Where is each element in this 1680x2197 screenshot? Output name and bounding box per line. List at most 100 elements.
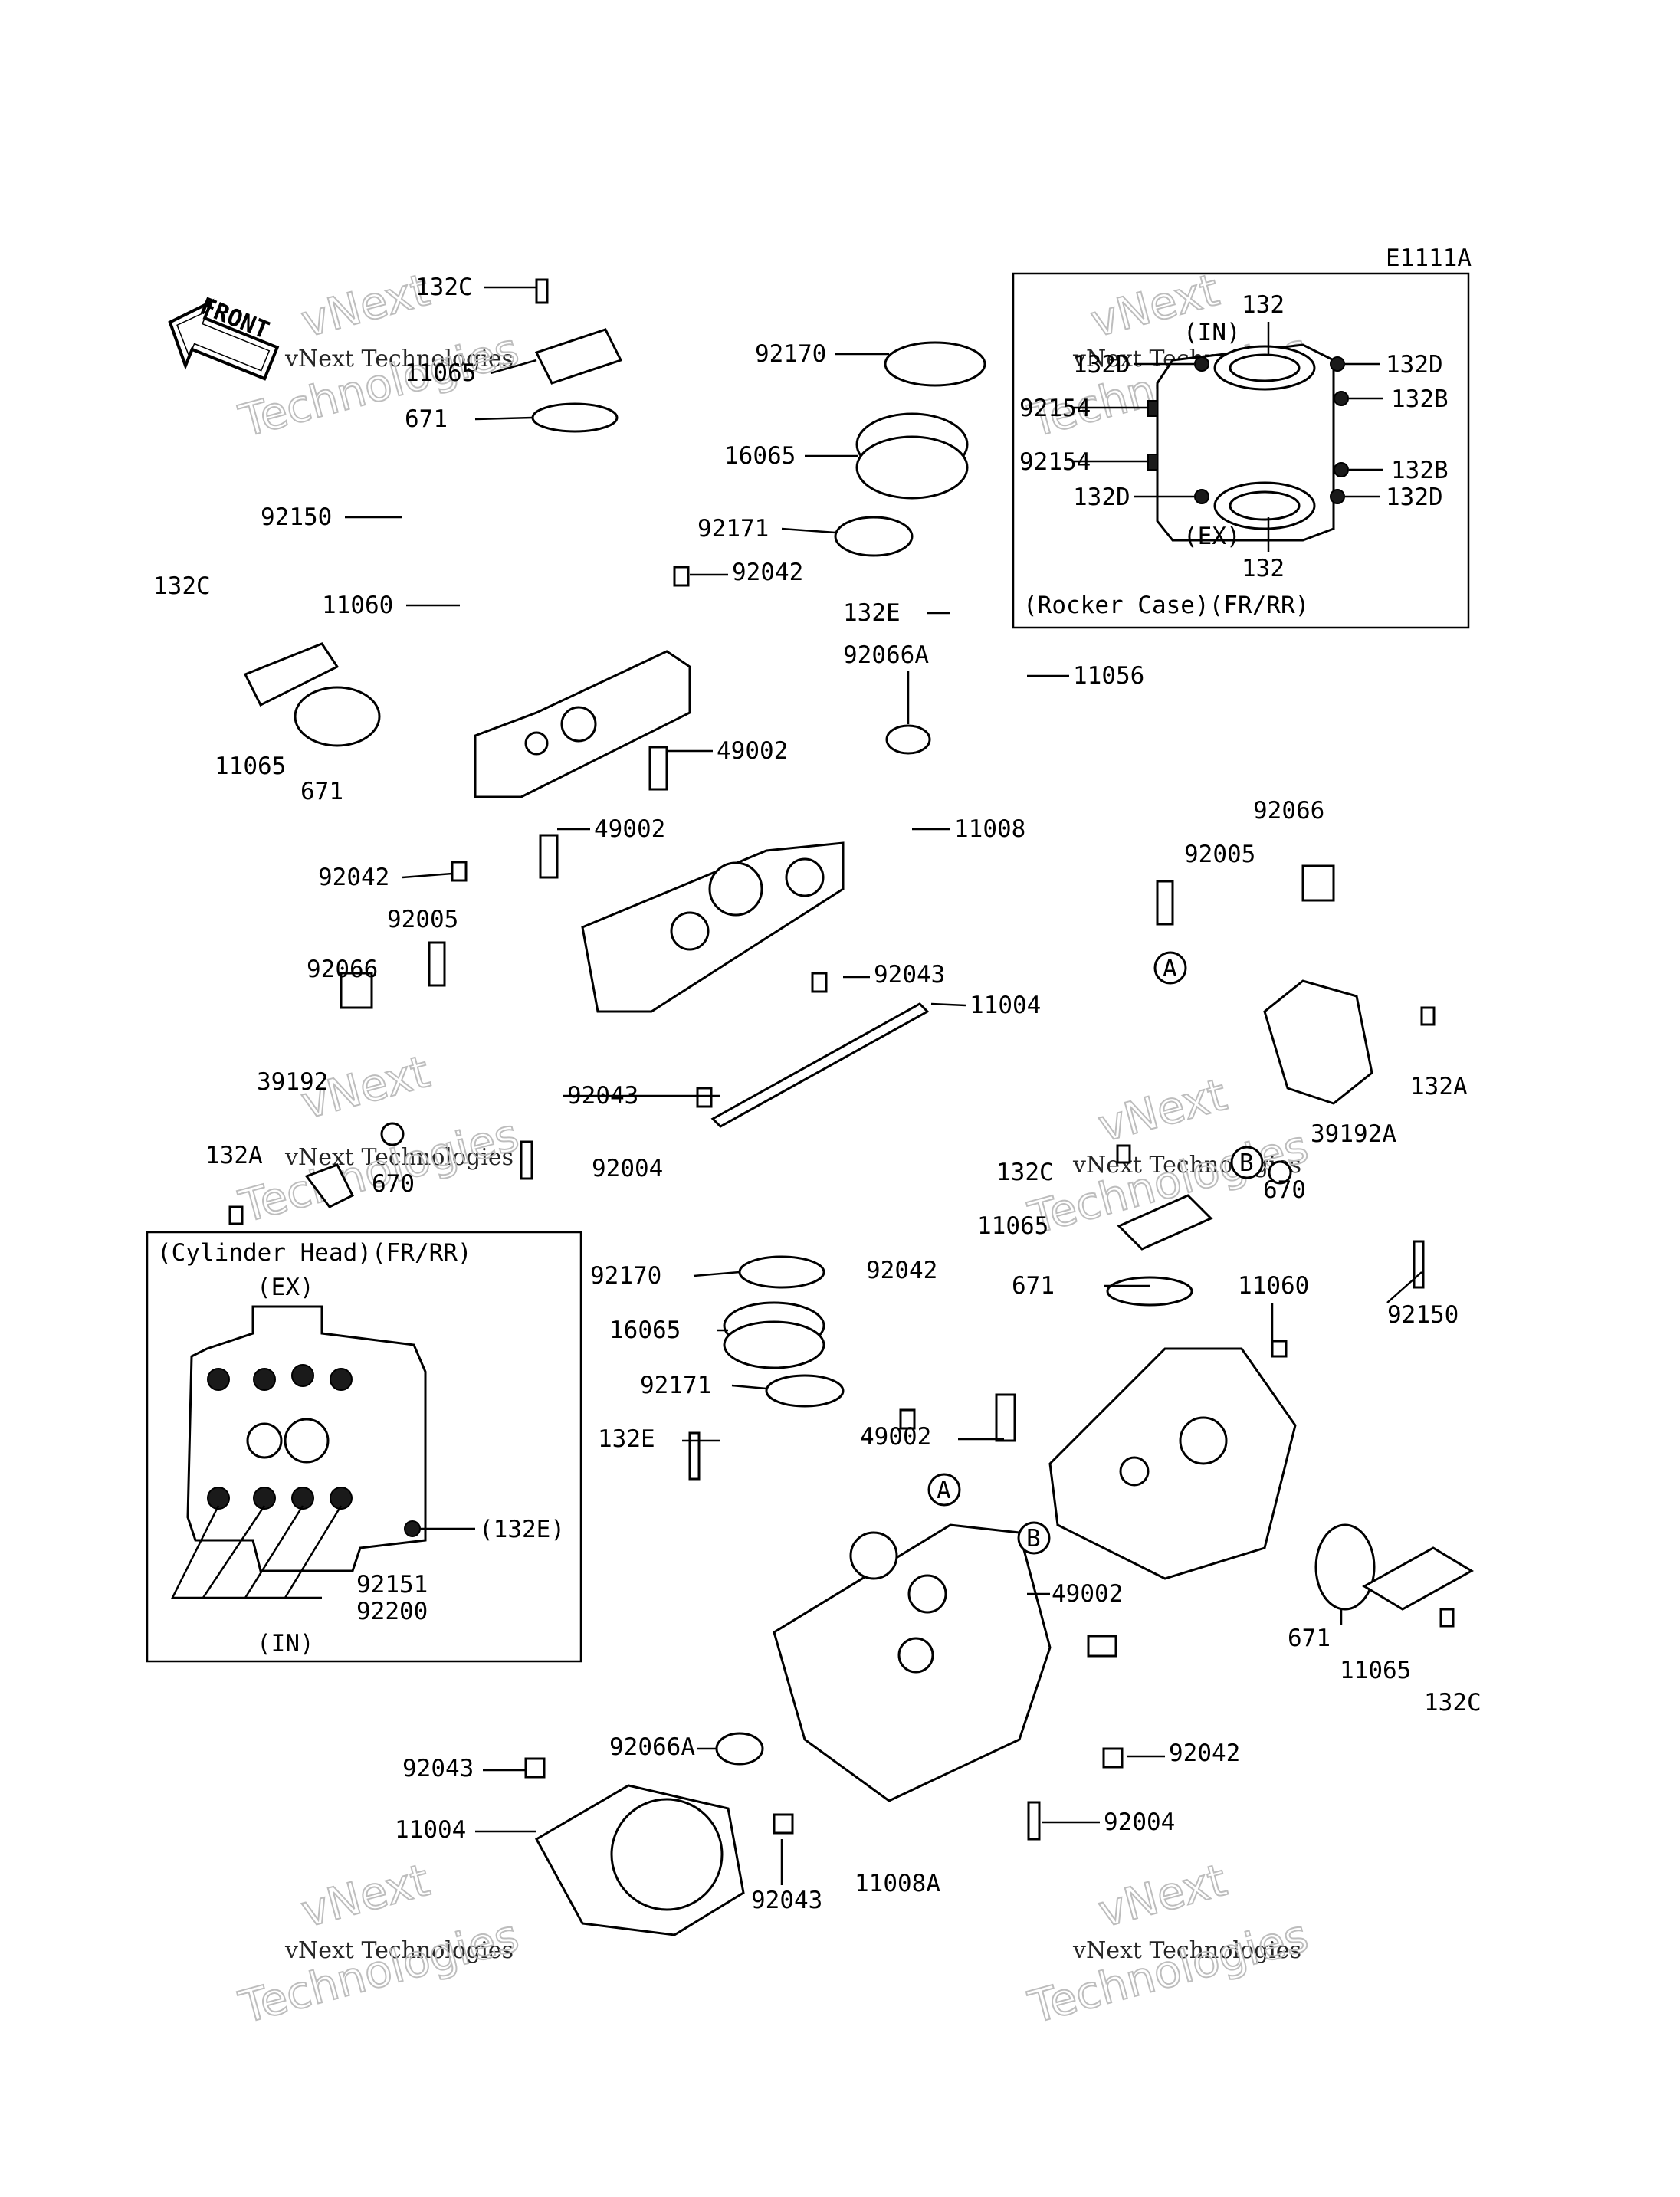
ch-ex-label: (EX) [257, 1274, 314, 1301]
ch-label-1: 92151 [356, 1571, 428, 1599]
ch-title: (Cylinder Head)(FR/RR) [157, 1239, 472, 1267]
watermark-5: vNext vNext Technologies Technologies [233, 1853, 524, 2035]
label-bot-18: 11004 [395, 1816, 466, 1844]
label-bot-0: 132C [996, 1159, 1054, 1186]
ch-in-label: (IN) [257, 1630, 314, 1658]
ch-label-2: 92200 [356, 1598, 428, 1625]
watermark-6: vNext vNext Technologies Technologies [1022, 1853, 1314, 2035]
label-top-32: 670 [372, 1170, 415, 1198]
label-top-0: 132C [415, 274, 473, 301]
label-bot-8: 92171 [640, 1372, 711, 1399]
label-top-15: 49002 [717, 737, 788, 765]
label-top-23: 92043 [874, 961, 945, 989]
rk-label-0: 132 [1242, 291, 1285, 319]
rk-label-4: 92154 [1019, 395, 1091, 422]
label-bot-12: 671 [1288, 1625, 1331, 1652]
svg-text:Technologies: Technologies [1023, 1909, 1313, 2033]
ref-mark-b-top: B [1230, 1146, 1264, 1179]
label-top-22: 92066 [307, 956, 378, 983]
inset-cylinder-head: (Cylinder Head)(FR/RR) (EX) (132E) 92151… [146, 1231, 582, 1663]
label-top-25: 39192 [257, 1068, 328, 1096]
label-bot-13: 11065 [1340, 1657, 1411, 1684]
svg-text:A: A [937, 1477, 951, 1504]
label-bot-1: 11065 [977, 1212, 1048, 1240]
svg-text:B: B [1239, 1149, 1254, 1177]
ref-mark-a-top: A [1153, 951, 1187, 985]
label-top-1: 11065 [405, 359, 476, 387]
leader-lines [345, 286, 1422, 1885]
label-top-30: 92004 [592, 1155, 663, 1182]
svg-text:Technologies: Technologies [234, 1909, 523, 2033]
label-top-19: 92066 [1253, 797, 1324, 825]
svg-text:vNext: vNext [1093, 1854, 1232, 1938]
svg-text:vNext Technologies: vNext Technologies [284, 1937, 514, 1964]
rk-label-2: 132D [1386, 351, 1443, 379]
label-bot-21: 11008A [855, 1870, 940, 1897]
label-top-10: 132E [843, 599, 901, 627]
label-top-9: 11060 [322, 592, 393, 619]
label-top-31: 670 [1263, 1176, 1306, 1204]
label-bot-7: 16065 [609, 1317, 681, 1344]
label-bot-4: 671 [1012, 1272, 1055, 1300]
label-top-3: 92170 [755, 340, 826, 368]
svg-text:A: A [1163, 955, 1177, 982]
rk-title: (Rocker Case)(FR/RR) [1023, 592, 1309, 619]
label-bot-17: 92043 [402, 1755, 474, 1782]
label-bot-6: 92150 [1387, 1301, 1459, 1329]
label-top-13: 11065 [215, 753, 286, 780]
label-top-20: 92005 [1184, 841, 1255, 868]
label-bot-5: 11060 [1238, 1272, 1309, 1300]
ch-label-0: (132E) [479, 1516, 565, 1543]
rk-label-1: 132D [1073, 351, 1130, 379]
label-top-8: 132C [153, 572, 211, 600]
label-bot-2: 92170 [590, 1262, 661, 1290]
svg-text:vNext: vNext [296, 1854, 435, 1938]
label-top-2: 671 [405, 405, 448, 433]
svg-text:Technologies: Technologies [234, 323, 523, 447]
rk-label-7: 132D [1073, 484, 1130, 511]
label-top-29: 132A [1410, 1073, 1468, 1100]
rk-label-6: 132B [1391, 457, 1449, 484]
label-top-18: 92042 [318, 864, 389, 891]
label-bot-16: 92042 [1169, 1740, 1240, 1767]
label-bot-19: 92004 [1104, 1808, 1175, 1836]
top-callout-labels: 132C 11065 671 92170 16065 92171 92150 9… [153, 274, 1468, 1204]
ref-mark-b-bottom: B [1017, 1521, 1051, 1555]
label-bot-14: 132C [1424, 1689, 1481, 1717]
rk-label-8: 132D [1386, 484, 1443, 511]
label-top-5: 92171 [697, 515, 769, 543]
inset-rocker-case: 132 (IN) 132D 132D 132B 92154 92154 132B… [1012, 272, 1470, 629]
svg-text:vNext: vNext [1093, 1068, 1232, 1153]
bottom-callout-labels: 132C 11065 92170 92042 671 11060 92150 1… [395, 1159, 1481, 1914]
rk-in-label: (IN) [1183, 319, 1241, 346]
label-top-16: 49002 [594, 815, 665, 843]
label-bot-20: 92043 [751, 1887, 822, 1914]
label-bot-10: 49002 [860, 1423, 931, 1451]
label-bot-3: 92042 [866, 1257, 937, 1284]
label-top-4: 16065 [724, 442, 796, 470]
label-top-27: 132A [205, 1142, 263, 1169]
label-top-28: 39192A [1311, 1120, 1396, 1148]
ref-mark-a-bottom: A [927, 1473, 961, 1507]
svg-text:vNext Technologies: vNext Technologies [1072, 1937, 1301, 1964]
front-arrow-icon [168, 298, 280, 381]
svg-text:vNext: vNext [296, 264, 435, 348]
svg-text:vNext Technologies: vNext Technologies [284, 346, 514, 372]
rk-label-3: 132B [1391, 385, 1449, 413]
label-top-6: 92150 [261, 503, 332, 531]
label-bot-9: 132E [598, 1425, 655, 1453]
rk-label-5: 92154 [1019, 448, 1091, 476]
top-assembly [228, 278, 1474, 1936]
label-top-7: 92042 [732, 559, 803, 586]
diagram-code: E1111A [1386, 244, 1472, 272]
label-top-11: 92066A [843, 641, 929, 669]
label-bot-11: 49002 [1052, 1580, 1123, 1608]
label-bot-15: 92066A [609, 1733, 695, 1761]
rk-label-9: 132 [1242, 555, 1285, 582]
svg-text:B: B [1026, 1525, 1041, 1553]
label-top-17: 11008 [954, 815, 1025, 843]
label-top-24: 11004 [970, 992, 1041, 1019]
label-top-12: 11056 [1073, 662, 1144, 690]
